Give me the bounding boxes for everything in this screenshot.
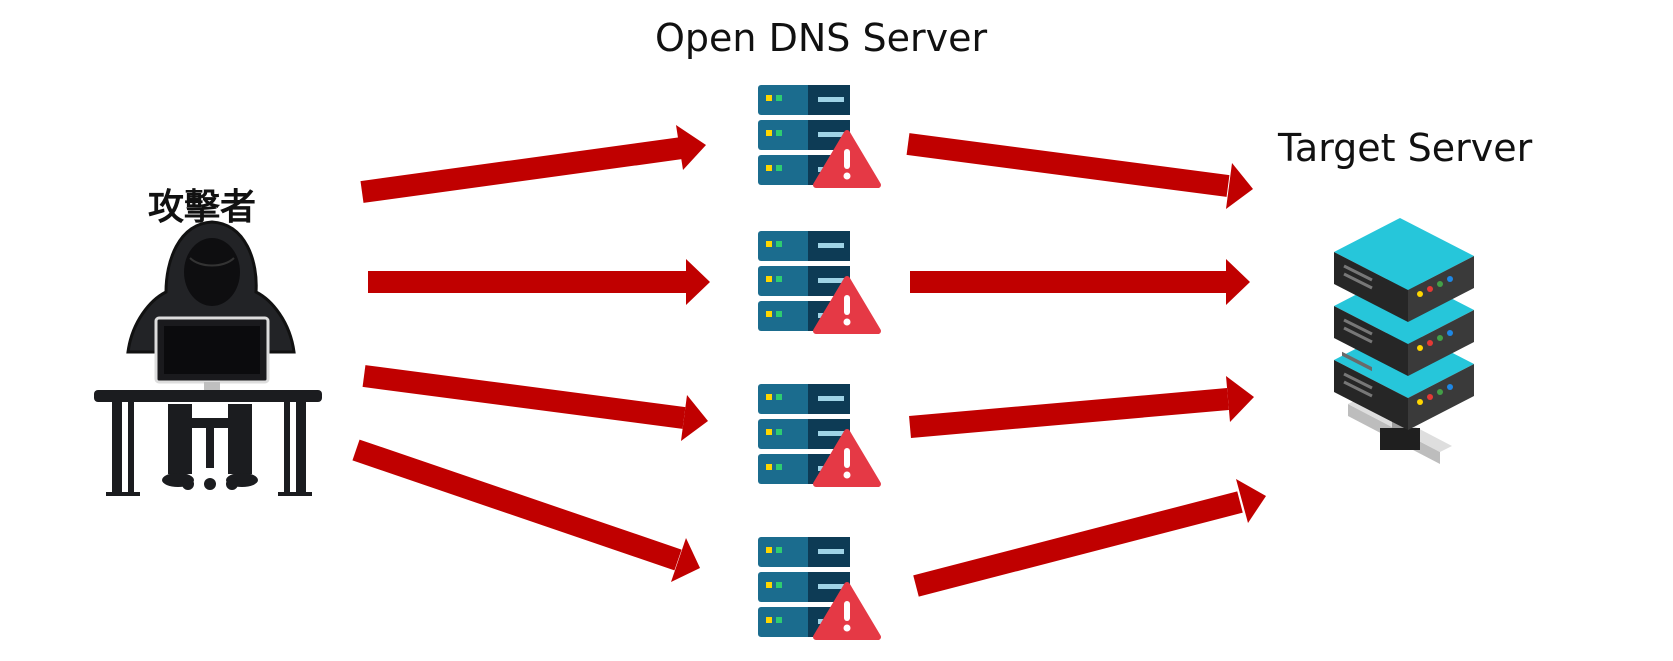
dns-server-rack-3 <box>758 384 878 484</box>
attacker-label: 攻擊者 <box>148 187 257 228</box>
dns-server-rack-4 <box>758 537 878 637</box>
attacker-to-dns-arrows <box>352 125 710 582</box>
arrow-dns-to-target-4 <box>913 479 1266 597</box>
arrow-attacker-to-dns-1 <box>360 125 706 203</box>
dns-server-rack-1 <box>758 85 878 185</box>
arrow-dns-to-target-2 <box>910 259 1250 305</box>
server-rack-warning-icon <box>758 85 878 185</box>
arrow-dns-to-target-1 <box>906 133 1253 209</box>
server-rack-warning-icon <box>758 537 878 637</box>
server-rack-warning-icon <box>758 231 878 331</box>
dns-server-rack-2 <box>758 231 878 331</box>
server-rack-warning-icon <box>758 384 878 484</box>
arrow-attacker-to-dns-4 <box>352 439 700 582</box>
target-server-title: Target Server <box>1278 126 1533 170</box>
stacked-server-network-icon <box>1334 218 1474 464</box>
arrow-dns-to-target-3 <box>909 376 1254 438</box>
arrow-attacker-to-dns-2 <box>368 259 710 305</box>
arrow-attacker-to-dns-3 <box>362 365 708 441</box>
dns-server-title: Open DNS Server <box>655 16 988 60</box>
hooded-hacker-at-desk-icon <box>94 220 322 496</box>
dns-to-target-arrows <box>906 133 1266 597</box>
